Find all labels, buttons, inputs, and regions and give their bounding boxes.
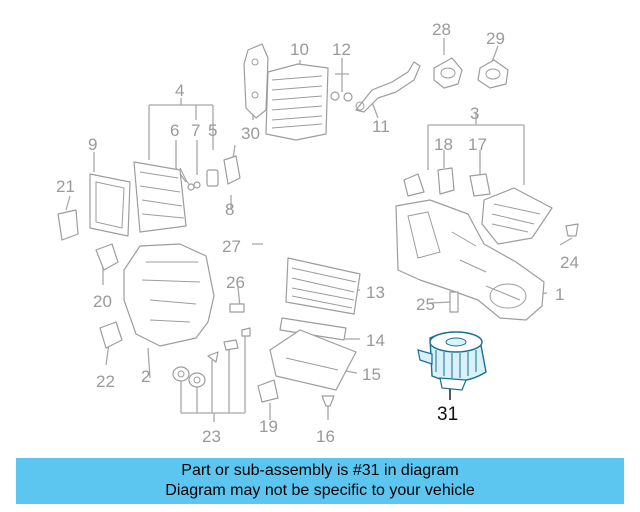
label-13: 13 bbox=[366, 283, 385, 302]
part-2-heater-housing bbox=[123, 243, 215, 347]
part-23-grommets bbox=[172, 327, 251, 388]
part-19-bracket bbox=[257, 379, 279, 403]
label-28: 28 bbox=[432, 20, 451, 39]
part-8-actuator bbox=[223, 155, 241, 185]
part-5-clip bbox=[206, 169, 219, 187]
label-6: 6 bbox=[170, 121, 179, 140]
part-10-evaporator bbox=[265, 63, 329, 141]
label-12: 12 bbox=[332, 40, 351, 59]
part-21-bracket bbox=[57, 209, 79, 241]
part-22-bracket bbox=[99, 321, 123, 349]
callout-labels: 1 2 3 4 5 6 7 8 9 10 11 12 13 14 15 16 1… bbox=[56, 20, 579, 446]
part-30-resistor bbox=[243, 43, 269, 119]
part-18-17-actuators bbox=[403, 167, 491, 197]
label-15: 15 bbox=[362, 365, 381, 384]
label-23: 23 bbox=[202, 427, 221, 446]
part-28-seal bbox=[433, 57, 463, 89]
label-3: 3 bbox=[470, 104, 479, 123]
part-4-heater-core bbox=[133, 161, 187, 233]
label-24: 24 bbox=[560, 253, 579, 272]
label-14: 14 bbox=[366, 331, 385, 350]
part-11-pipe bbox=[355, 61, 421, 113]
part-29-seal bbox=[477, 59, 509, 89]
part-15-cover bbox=[269, 329, 357, 391]
label-8: 8 bbox=[225, 200, 234, 219]
label-7: 7 bbox=[191, 121, 200, 140]
part-12-valve bbox=[330, 91, 353, 102]
part-9-filter bbox=[89, 173, 131, 237]
label-5: 5 bbox=[208, 121, 217, 140]
label-19: 19 bbox=[259, 417, 278, 436]
part-6-7-sensors bbox=[179, 167, 201, 191]
label-27: 27 bbox=[222, 237, 241, 256]
label-1: 1 bbox=[555, 285, 564, 304]
label-21: 21 bbox=[56, 177, 75, 196]
label-29: 29 bbox=[486, 29, 505, 48]
part-26-screw bbox=[229, 303, 245, 313]
part-31-blower-motor bbox=[417, 331, 487, 391]
banner-line-1: Part or sub-assembly is #31 in diagram bbox=[181, 462, 459, 479]
label-26: 26 bbox=[226, 273, 245, 292]
part-1-hvac-housing bbox=[395, 199, 545, 321]
label-31: 31 bbox=[437, 404, 458, 425]
part-14-seal bbox=[279, 317, 347, 341]
label-11: 11 bbox=[372, 117, 390, 136]
part-16-clip bbox=[321, 395, 335, 407]
label-9: 9 bbox=[88, 135, 97, 154]
label-2: 2 bbox=[141, 367, 150, 386]
part-20-bracket bbox=[95, 243, 119, 271]
label-22: 22 bbox=[96, 372, 115, 391]
label-17: 17 bbox=[468, 135, 487, 154]
part-3-distribution bbox=[481, 187, 553, 245]
label-18: 18 bbox=[434, 135, 453, 154]
part-25-sensor bbox=[449, 291, 459, 313]
label-20: 20 bbox=[93, 292, 112, 311]
parts-diagram: 1 2 3 4 5 6 7 8 9 10 11 12 13 14 15 16 1… bbox=[56, 20, 579, 446]
part-13-filter bbox=[285, 257, 361, 315]
label-30: 30 bbox=[241, 124, 260, 143]
banner-line-2: Diagram may not be specific to your vehi… bbox=[165, 482, 475, 499]
label-10: 10 bbox=[290, 40, 309, 59]
label-25: 25 bbox=[416, 295, 435, 314]
part-27-hose bbox=[249, 209, 268, 275]
part-24-screw bbox=[565, 223, 579, 237]
info-banner: Part or sub-assembly is #31 in diagram D… bbox=[16, 458, 624, 504]
label-16: 16 bbox=[316, 427, 335, 446]
label-4: 4 bbox=[175, 81, 184, 100]
